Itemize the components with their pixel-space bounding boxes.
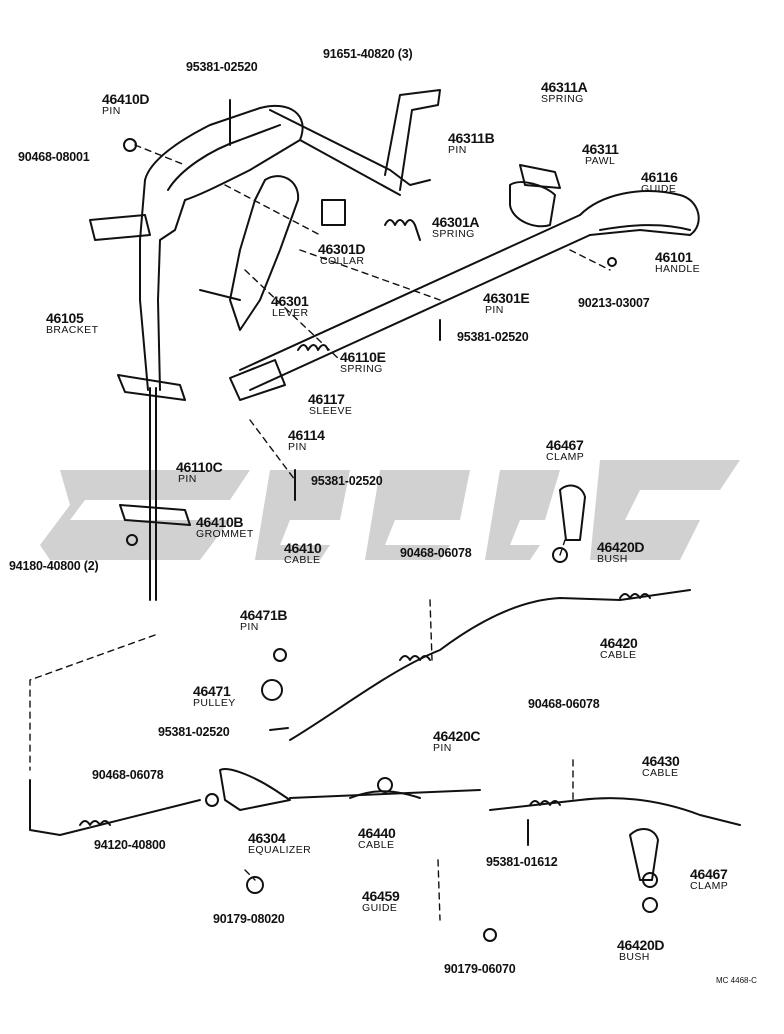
label-46410-name: CABLE — [284, 554, 321, 566]
label-46430: 46430 — [642, 753, 680, 769]
label-46110E: 46110E — [340, 349, 386, 365]
label-46116: 46116 — [641, 169, 678, 185]
label-46471B-name: PIN — [240, 621, 259, 633]
label-46410D: 46410D — [102, 91, 150, 107]
label-46410B: 46410B — [196, 514, 244, 530]
label-94180-40800: 94180-40800 (2) — [9, 559, 99, 573]
label-46110C: 46110C — [176, 459, 223, 475]
label-46410B-name: GROMMET — [196, 528, 254, 540]
label-90179-08020: 90179-08020 — [213, 912, 285, 926]
label-46114-name: PIN — [288, 441, 307, 453]
label-90468-08001: 90468-08001 — [18, 150, 90, 164]
label-46101: 46101 — [655, 249, 693, 265]
label-46110E-name: SPRING — [340, 363, 383, 375]
label-46471: 46471 — [193, 683, 231, 699]
label-46459-name: GUIDE — [362, 902, 398, 914]
label-46471-name: PULLEY — [193, 697, 236, 709]
label-91651-40820: 91651-40820 (3) — [323, 47, 413, 61]
label-46420C-name: PIN — [433, 742, 452, 754]
watermark-logo — [40, 460, 740, 560]
label-46420D-bot: 46420D — [617, 937, 665, 953]
label-46311-name: PAWL — [585, 155, 616, 167]
label-46301E: 46301E — [483, 290, 530, 306]
label-95381-02520-low: 95381-02520 — [311, 474, 383, 488]
sleeve-part — [229, 359, 286, 401]
label-46105-name: BRACKET — [46, 324, 99, 336]
label-46420D-top-name: BUSH — [597, 553, 628, 565]
label-94120-40800: 94120-40800 — [94, 838, 166, 852]
label-46440: 46440 — [358, 825, 396, 841]
diagram-ref-code: MC 4468-C — [716, 976, 757, 985]
label-46420D-top: 46420D — [597, 539, 645, 555]
label-46311: 46311 — [582, 141, 619, 157]
label-46301D-name: COLLAR — [320, 255, 365, 267]
label-46304: 46304 — [248, 830, 286, 846]
label-46301E-name: PIN — [485, 304, 504, 316]
label-90468-06078-mid: 90468-06078 — [400, 546, 472, 560]
label-46311B-name: PIN — [448, 144, 467, 156]
label-46410D-name: PIN — [102, 105, 121, 117]
label-90213-03007: 90213-03007 — [578, 296, 650, 310]
label-46467-bot-name: CLAMP — [690, 880, 729, 892]
label-46301D: 46301D — [318, 241, 366, 257]
label-95381-02520-top: 95381-02520 — [186, 60, 258, 74]
label-46311B: 46311B — [448, 130, 495, 146]
equalizer-part — [219, 768, 291, 811]
label-46467-top: 46467 — [546, 437, 584, 453]
label-46311A-name: SPRING — [541, 93, 584, 105]
label-46101-name: HANDLE — [655, 263, 700, 275]
label-46117: 46117 — [308, 391, 345, 407]
label-46105: 46105 — [46, 310, 84, 326]
cable-46430 — [489, 797, 741, 826]
label-46471B: 46471B — [240, 607, 288, 623]
label-46467-bot: 46467 — [690, 866, 728, 882]
label-95381-02520-mid: 95381-02520 — [457, 330, 529, 344]
label-46420C: 46420C — [433, 728, 481, 744]
label-46410: 46410 — [284, 540, 322, 556]
label-46114: 46114 — [288, 427, 325, 443]
label-46420D-bot-name: BUSH — [619, 951, 650, 963]
label-46116-name: GUIDE — [641, 183, 677, 195]
label-46311A: 46311A — [541, 79, 588, 95]
label-46420: 46420 — [600, 635, 638, 651]
handle-rod — [239, 214, 581, 371]
parts-linework — [29, 89, 741, 942]
label-90179-06070: 90179-06070 — [444, 962, 516, 976]
label-46301: 46301 — [271, 293, 309, 309]
label-95381-01612: 95381-01612 — [486, 855, 558, 869]
label-46301-name: LEVER — [272, 307, 309, 319]
bracket-frame — [144, 104, 304, 391]
label-46117-name: SLEEVE — [309, 405, 353, 417]
label-46110C-name: PIN — [178, 473, 197, 485]
lever-part — [229, 175, 300, 331]
label-46440-name: CABLE — [358, 839, 395, 851]
label-46301A-name: SPRING — [432, 228, 475, 240]
label-46430-name: CABLE — [642, 767, 679, 779]
label-46420-name: CABLE — [600, 649, 637, 661]
cable-46420 — [289, 589, 691, 741]
label-95381-02520-bot: 95381-02520 — [158, 725, 230, 739]
label-46301A: 46301A — [432, 214, 480, 230]
label-46459: 46459 — [362, 888, 400, 904]
label-46467-top-name: CLAMP — [546, 451, 585, 463]
label-90468-06078-right: 90468-06078 — [528, 697, 600, 711]
label-46304-name: EQUALIZER — [248, 844, 312, 856]
label-90468-06078-left: 90468-06078 — [92, 768, 164, 782]
